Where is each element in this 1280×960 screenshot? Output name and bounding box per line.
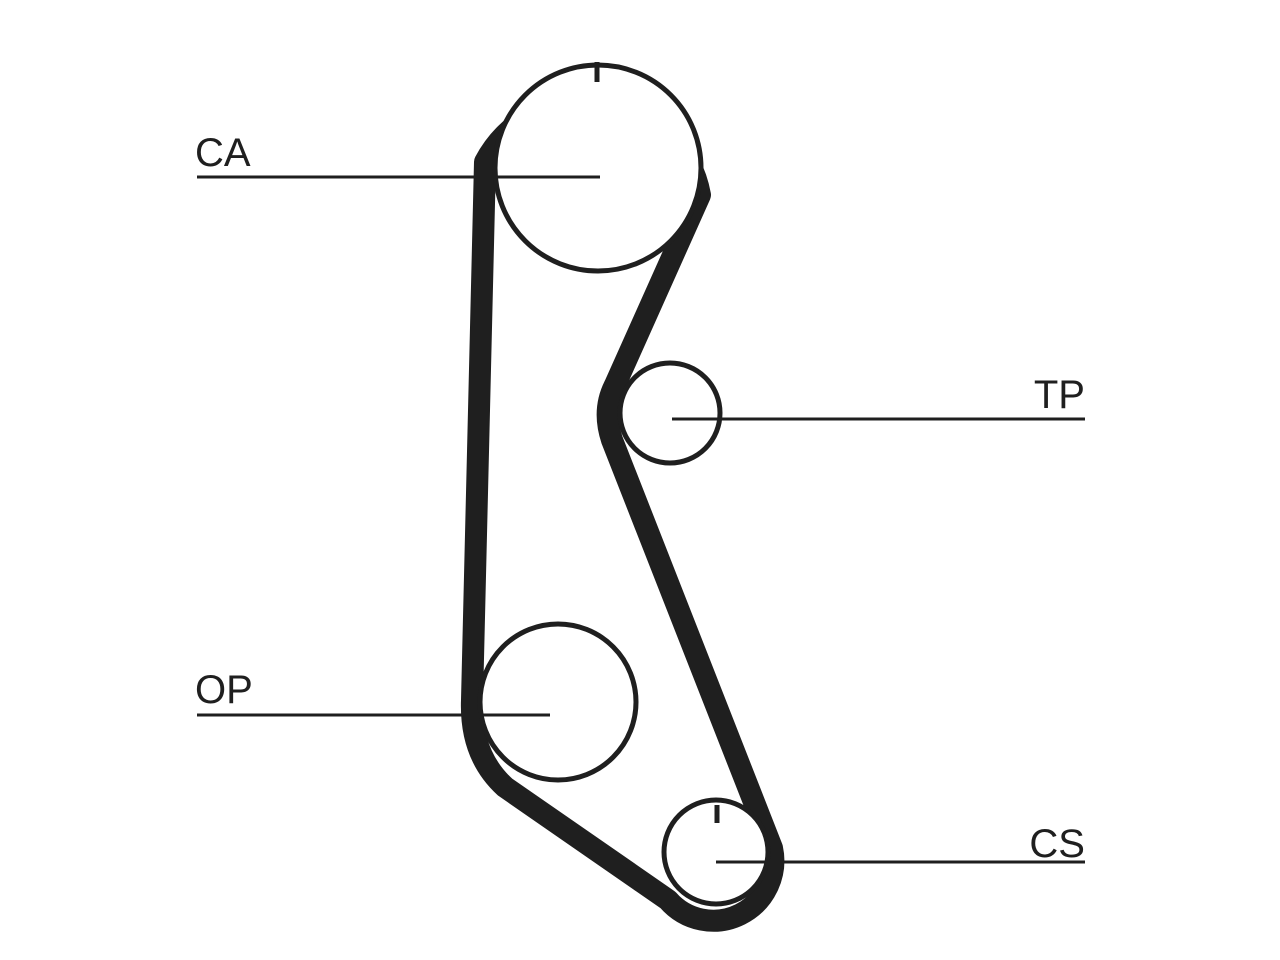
cs-label: CS <box>1029 822 1085 866</box>
camshaft-pulley <box>492 62 704 274</box>
crankshaft-pulley <box>661 797 771 907</box>
tensioner-pulley <box>617 360 723 466</box>
op-label: OP <box>195 668 253 712</box>
oil-pump-pulley <box>477 621 639 783</box>
ca-label: CA <box>195 131 251 175</box>
tp-label: TP <box>1034 373 1085 417</box>
